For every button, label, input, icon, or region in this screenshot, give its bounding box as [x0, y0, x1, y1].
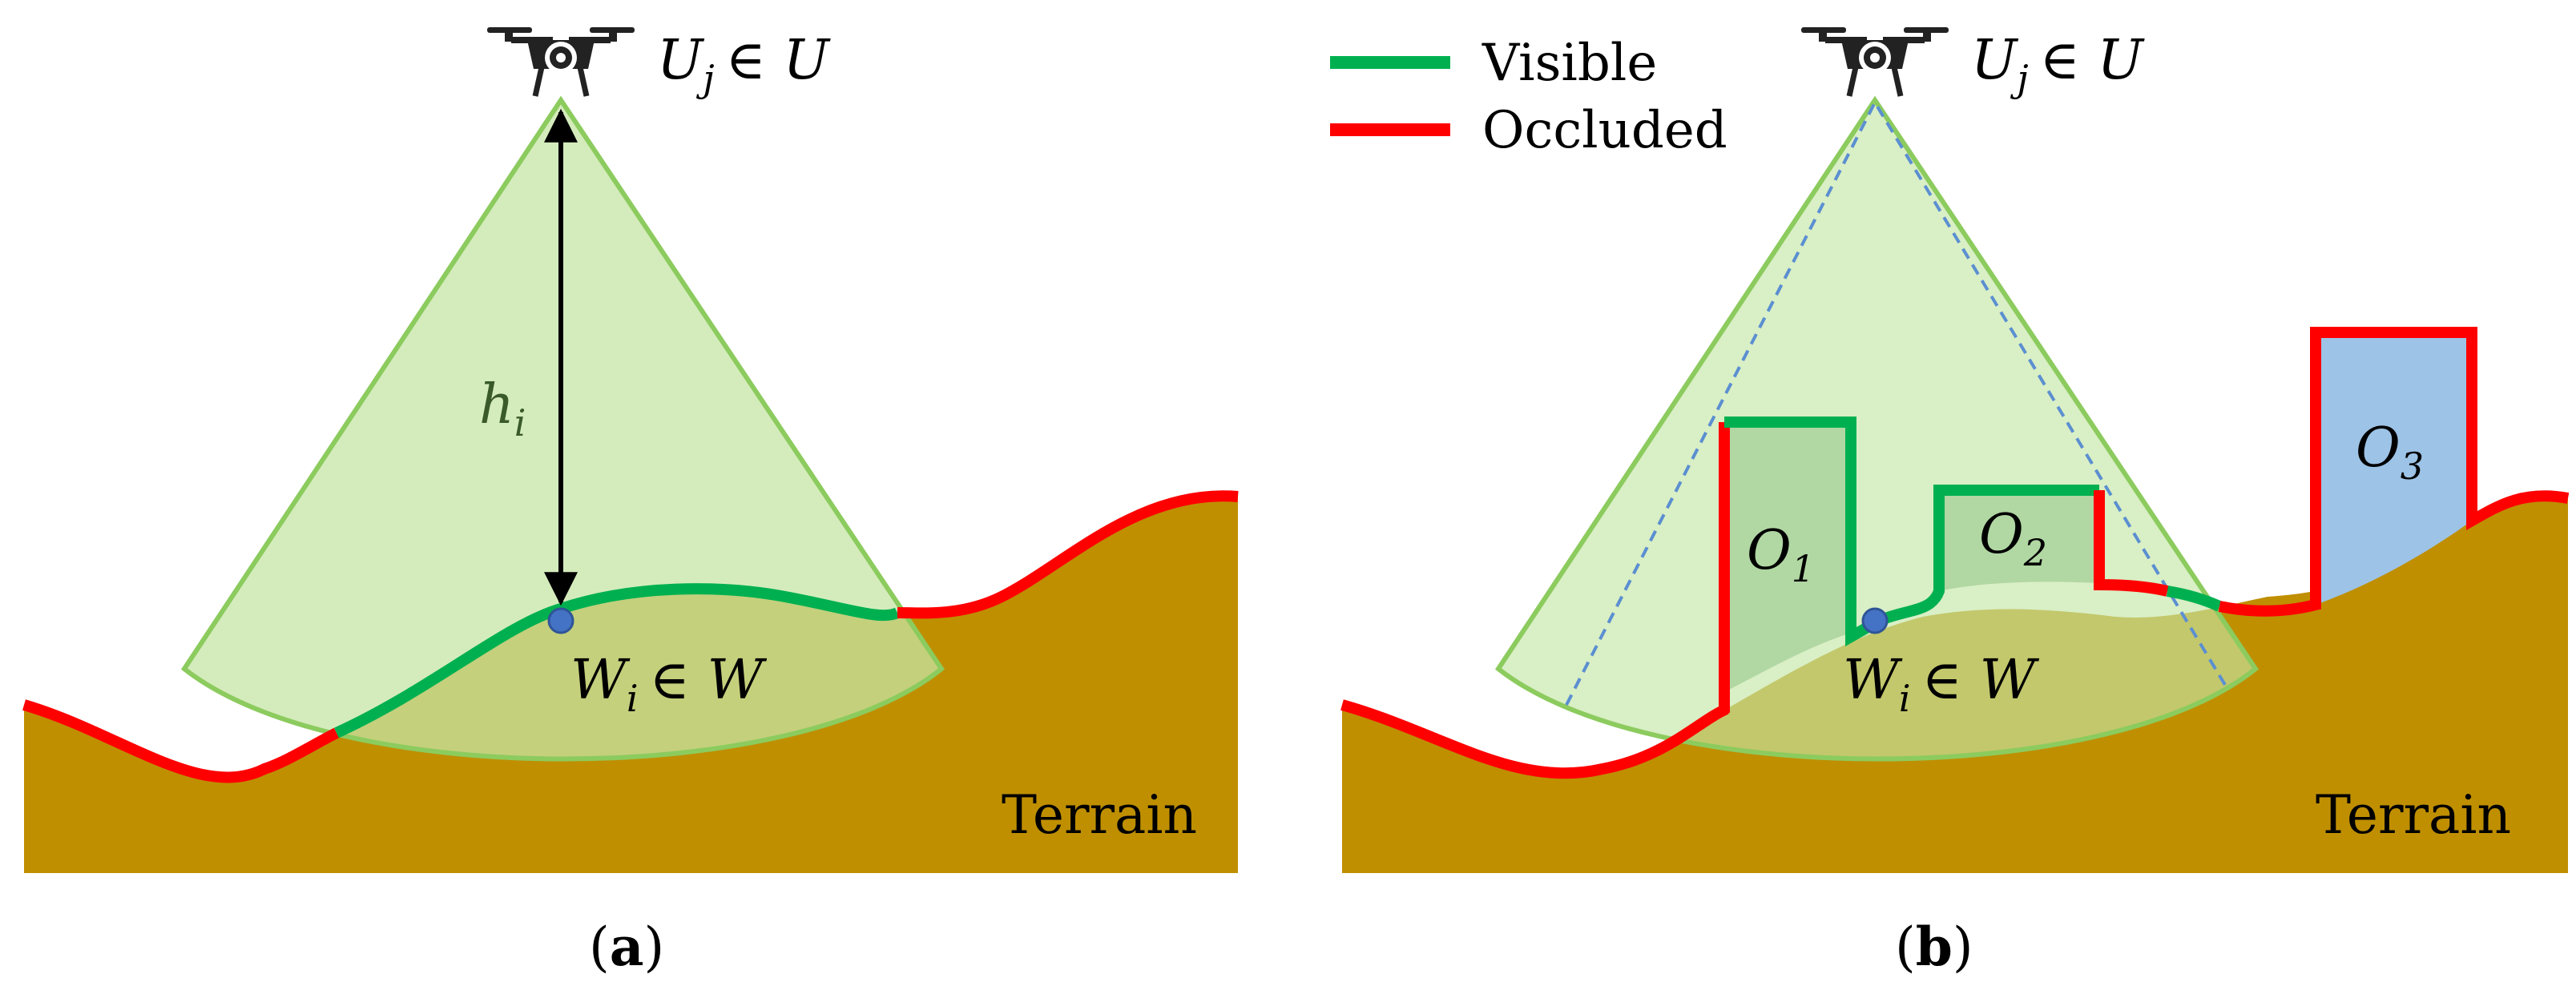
panel-a: Uj∈ U hi Wi∈ W Terrain (a)	[22, 27, 1239, 978]
o2-visible-edge	[1933, 485, 2099, 593]
obstacle-label-o1: O1	[1747, 519, 1815, 590]
terrain-label-b: Terrain	[2316, 784, 2511, 846]
legend: Visible Occluded	[1330, 34, 1727, 160]
height-label: hi	[479, 373, 526, 445]
o2-occluded-edge	[2094, 490, 2169, 597]
caption-a: (a)	[589, 916, 664, 978]
legend-occluded-label: Occluded	[1482, 101, 1727, 160]
panel-b: Uj∈ U O1 O2 O3 Wi∈ W Terrain (b) Visible…	[1330, 27, 2570, 978]
sensing-cone-b	[1494, 95, 2260, 762]
legend-visible-label: Visible	[1482, 34, 1657, 93]
waypoint-b	[1861, 607, 1889, 634]
visible-line-a	[334, 583, 901, 738]
effective-cone-dashed	[1565, 99, 2229, 706]
obstacle-label-o3: O3	[2356, 417, 2424, 488]
waypoint-label-a: Wi∈ W	[570, 649, 768, 720]
occluded-line-a-left	[22, 699, 340, 783]
visible-line-b-right	[2166, 586, 2222, 612]
occluded-line-a-right	[897, 490, 1239, 619]
waypoint-a	[547, 607, 574, 634]
waypoint-label-b: Wi∈ W	[1843, 649, 2040, 720]
obstacle-o3	[2316, 332, 2472, 605]
caption-b: (b)	[1895, 916, 1973, 978]
obstacle-label-o2: O2	[1979, 503, 2047, 574]
occluded-line-b-right	[2218, 327, 2570, 617]
uav-label-b: Uj∈ U	[1971, 29, 2146, 100]
uav-label-a: Uj∈ U	[657, 29, 832, 100]
drone-icon	[1801, 27, 1949, 96]
terrain-label-a: Terrain	[1002, 784, 1197, 846]
occluded-line-b-left	[1340, 699, 1729, 779]
drone-icon	[487, 27, 635, 96]
